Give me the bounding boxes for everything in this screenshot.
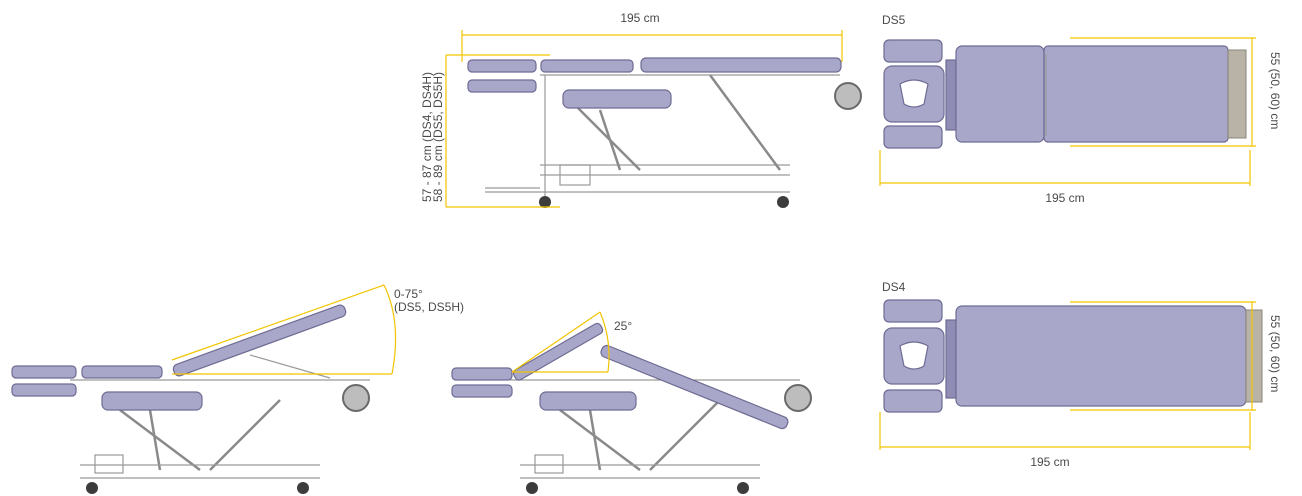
tilt-view-middle-angle-arc bbox=[511, 311, 610, 373]
side-view-length-label: 195 cm bbox=[620, 11, 659, 25]
ds5-top-view-table bbox=[883, 39, 1247, 149]
ds5-width-dimension bbox=[1070, 37, 1256, 147]
ds5-model-label: DS5 bbox=[882, 13, 906, 27]
side-view-length-dimension bbox=[461, 30, 843, 62]
ds4-model-label: DS4 bbox=[882, 280, 906, 294]
tilt-view-left-angle-arc bbox=[171, 284, 397, 375]
ds4-width-label: 55 (50, 60) cm bbox=[1268, 315, 1282, 392]
tilt-view-left-table bbox=[11, 304, 370, 494]
ds5-length-dimension bbox=[879, 150, 1251, 186]
side-view-height-label-2: 58 - 89 cm (DS5, DS5H) bbox=[431, 72, 445, 202]
tilt-view-left-angle-label-1: 0-75° bbox=[394, 287, 423, 301]
ds5-length-label: 195 cm bbox=[1045, 191, 1084, 205]
tilt-view-middle-table bbox=[451, 322, 812, 494]
ds4-top-view-table bbox=[883, 299, 1263, 413]
ds5-width-label: 55 (50, 60) cm bbox=[1268, 52, 1282, 129]
ds4-length-label: 195 cm bbox=[1030, 455, 1069, 469]
side-view-height-label-1: 57 - 87 cm (DS4, DS4H) bbox=[420, 72, 434, 202]
side-view-height-dimension bbox=[445, 54, 560, 208]
ds4-width-dimension bbox=[1070, 301, 1256, 411]
tilt-view-middle-angle-label: 25° bbox=[614, 319, 632, 333]
tilt-view-left-angle-label-2: (DS5, DS5H) bbox=[394, 300, 464, 314]
side-view-table bbox=[467, 57, 862, 208]
ds4-length-dimension bbox=[879, 412, 1251, 450]
